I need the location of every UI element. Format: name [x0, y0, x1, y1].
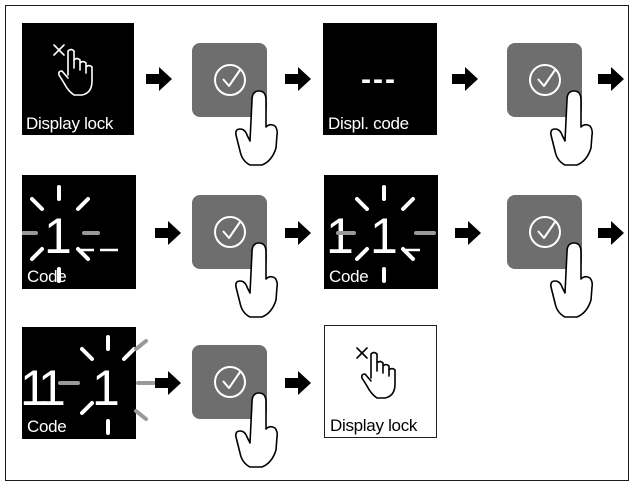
confirm-button-press: [192, 43, 279, 166]
tile-label: Code: [27, 417, 67, 436]
code-digit: 1: [44, 208, 72, 264]
blinking-digit: 1: [22, 185, 118, 283]
diagram-frame: [5, 5, 629, 481]
arrow-right-icon: [598, 221, 624, 245]
code-digit: 1: [20, 360, 48, 416]
arrow-right-icon: [146, 67, 172, 91]
arrow-right-icon: [452, 67, 478, 91]
tile-label: Code: [27, 267, 67, 286]
code-digit: 1: [370, 208, 398, 264]
arrow-right-icon: [285, 221, 311, 245]
tile-label: Code: [329, 267, 369, 286]
arrow-right-icon: [455, 221, 481, 245]
blinking-digit: 1 1 1: [20, 335, 156, 435]
code-digit: 1: [38, 360, 66, 416]
confirm-button-press: [507, 195, 594, 318]
displ-code-tile: --- Displ. code: [323, 23, 437, 135]
display-lock-tile: Display lock: [22, 23, 134, 135]
tile-label: Display lock: [26, 114, 114, 133]
blinking-digit: 1 1: [326, 185, 436, 283]
code-digit: 1: [326, 208, 354, 264]
tile-label: Displ. code: [328, 114, 409, 133]
code-entry-tile-3: 1 1 1 Code: [20, 327, 156, 439]
confirm-button-press: [507, 43, 594, 166]
arrow-right-icon: [598, 67, 624, 91]
display-lock-result-tile: Display lock: [324, 325, 437, 438]
code-digit: 1: [92, 360, 120, 416]
hand-with-cross-icon: [53, 44, 93, 96]
hand-with-cross-icon: [356, 347, 396, 399]
arrow-right-icon: [155, 221, 181, 245]
code-dashes: ---: [361, 63, 397, 96]
confirm-button-press: [192, 345, 279, 468]
tile-label: Display lock: [330, 416, 418, 435]
code-entry-tile-2: 1 1 Code: [324, 175, 438, 289]
arrow-right-icon: [285, 67, 311, 91]
arrow-right-icon: [155, 371, 181, 395]
arrow-right-icon: [285, 371, 311, 395]
code-entry-tile-1: 1 Code: [22, 175, 136, 289]
confirm-button-press: [192, 195, 279, 318]
